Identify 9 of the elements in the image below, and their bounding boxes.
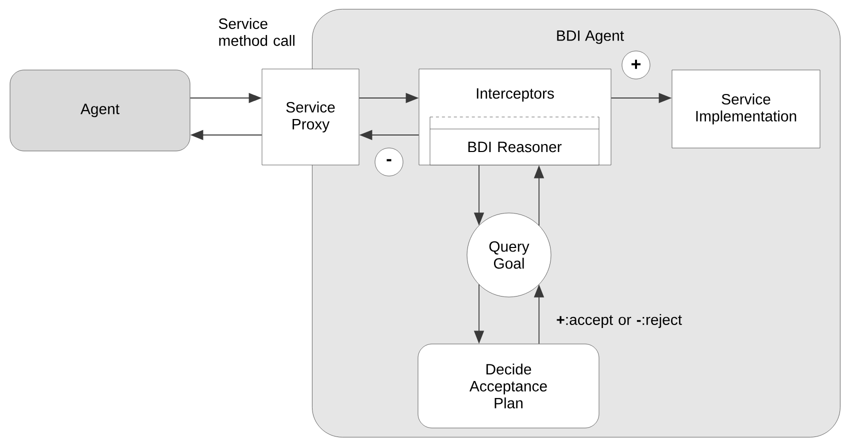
proxy-box: Service Proxy (262, 68, 360, 166)
minus-badge: - (374, 148, 404, 176)
reasoner-box: BDI Reasoner (430, 116, 600, 166)
annotation-text: +:accept or -:reject (556, 314, 682, 328)
plus-badge: + (622, 50, 650, 80)
plan-box: Decide Acceptance Plan (418, 344, 600, 428)
agent-box: Agent (10, 70, 190, 152)
annotation-text: Service method call (218, 18, 294, 46)
implementation-box: Service Implementation (672, 70, 820, 148)
